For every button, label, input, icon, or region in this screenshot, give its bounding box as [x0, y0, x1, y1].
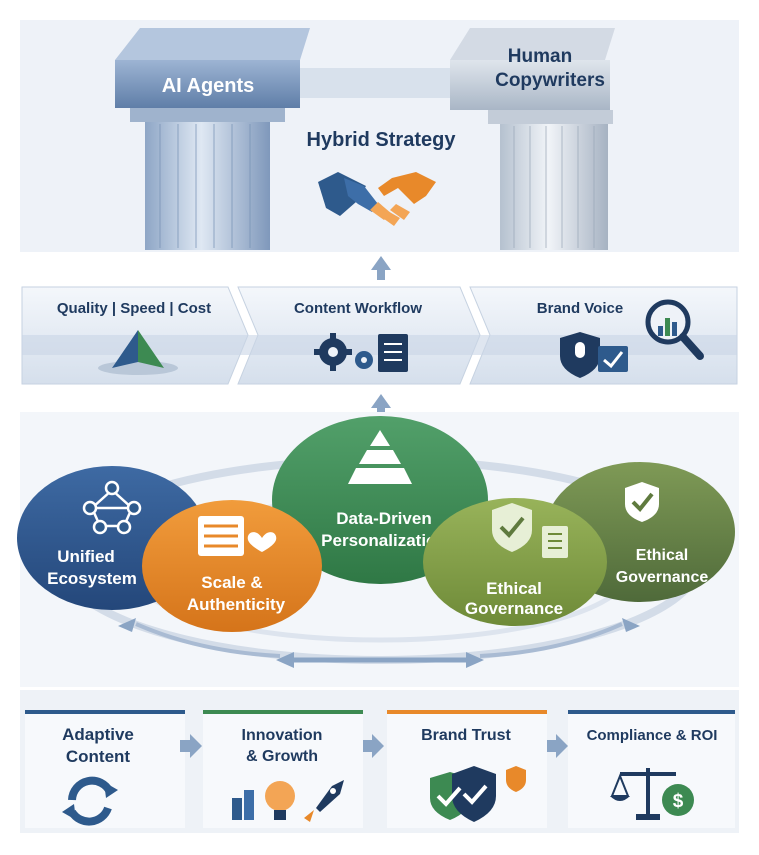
- handshake-icon: [318, 172, 436, 226]
- gears-document-icon: [314, 333, 408, 372]
- circles-section: Ethical Governance Unified Ecosystem: [17, 412, 739, 687]
- band-item-brand-voice: Brand Voice: [537, 300, 623, 317]
- bottom-label-adaptive-2: Content: [66, 747, 131, 766]
- right-arrow-icon: [180, 734, 202, 758]
- refresh-icon: [62, 776, 118, 826]
- bottom-label-brand-trust: Brand Trust: [421, 727, 511, 744]
- right-pillar: Human Copywriters: [450, 28, 615, 250]
- shield-check-icon: [625, 482, 659, 522]
- data-driven-line2: Personalization: [321, 531, 447, 550]
- scale-line2: Authenticity: [187, 595, 286, 614]
- band-item-quality: Quality | Speed | Cost: [57, 300, 211, 317]
- shield-magnifier-icon: [560, 299, 704, 378]
- bottom-label-compliance: Compliance & ROI: [587, 727, 718, 744]
- bottom-label-innovation-2: & Growth: [246, 748, 318, 765]
- ethical-front-line1: Ethical: [486, 579, 542, 598]
- cycle-arrows: [118, 618, 640, 668]
- unified-line1: Unified: [57, 547, 115, 566]
- right-arrow-icon: [547, 734, 568, 758]
- band-item-workflow: Content Workflow: [294, 300, 422, 317]
- dollar-icon: $: [673, 791, 684, 812]
- hybrid-strategy-label: Hybrid Strategy: [307, 129, 457, 151]
- ethical-back-line1: Ethical: [636, 547, 688, 564]
- scale-line1: Scale &: [201, 573, 262, 592]
- up-arrow-icon: [371, 394, 391, 416]
- lightbulb-rocket-icon: [232, 780, 344, 822]
- pillars-section: AI Agents Human Copywriters Hybrid Strat…: [20, 20, 739, 280]
- pyramid-levels-icon: [348, 430, 412, 484]
- bottom-label-adaptive-1: Adaptive: [62, 725, 134, 744]
- bottom-tile-adaptive: [25, 710, 185, 828]
- unified-line2: Ecosystem: [47, 569, 137, 588]
- right-pillar-label-line1: Human: [508, 46, 572, 67]
- circle-ethical-governance-front: Ethical Governance: [423, 498, 607, 626]
- circle-scale-authenticity: Scale & Authenticity: [142, 500, 322, 632]
- bottom-label-innovation-1: Innovation: [242, 727, 323, 744]
- left-pillar: AI Agents: [115, 28, 310, 250]
- left-pillar-label: AI Agents: [162, 75, 255, 97]
- middle-band: Quality | Speed | Cost Content Workflow …: [21, 286, 738, 416]
- right-arrow-icon: [363, 734, 384, 758]
- scale-dollar-icon: $: [610, 768, 694, 820]
- network-icon: [82, 480, 142, 535]
- pyramid-icon: [98, 330, 178, 375]
- data-driven-line1: Data-Driven: [336, 509, 431, 528]
- shields-check-icon: [430, 766, 526, 822]
- ethical-back-line2: Governance: [616, 569, 709, 586]
- bottom-tile-compliance: [568, 710, 735, 828]
- bottom-row: Adaptive Content Innovation & Growth Bra…: [20, 690, 739, 833]
- stack-heart-icon: [198, 516, 277, 556]
- ethical-front-line2: Governance: [465, 599, 563, 618]
- up-arrow-icon: [371, 256, 391, 280]
- right-pillar-label-line2: Copywriters: [495, 70, 605, 91]
